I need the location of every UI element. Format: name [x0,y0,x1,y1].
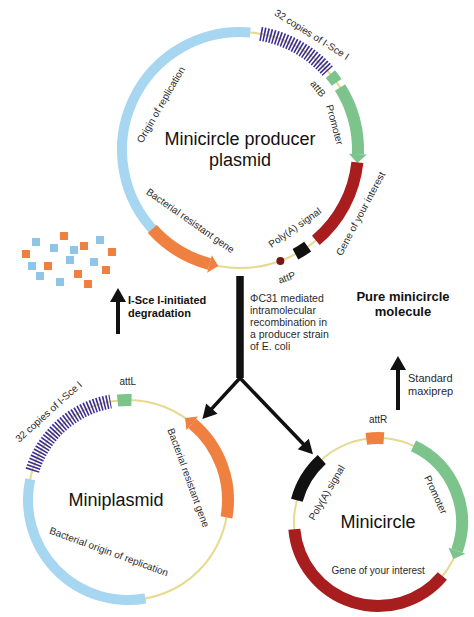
plasmid-backbone [122,32,358,268]
plasmid-segment [340,87,358,154]
segment-arrowhead [207,255,218,272]
note-label: Pure minicircle molecule [338,290,468,320]
minicircle: Minicircle [280,424,474,617]
plasmid-backbone [28,400,228,600]
connector-branch [240,378,303,444]
plasmid-name: Minicircle [340,512,415,533]
part-label: attR [369,414,387,426]
connector-trunk [237,276,244,378]
plasmid-segment [330,74,336,82]
part-label: Promoter [324,103,346,146]
note-label: I-Sce I-initiated degradation [128,294,226,319]
producer-plasmid: Minicircle producer plasmid [108,18,372,282]
part-label: Gene of your interest [332,565,425,577]
part-label: attB [308,78,328,99]
segment-arrowhead [448,548,465,559]
part-label: attP [276,269,297,286]
plasmid-segment [366,432,384,445]
plasmid-backbone [294,438,462,606]
note-label: Standard maxiprep [408,372,470,397]
att-site-dot [276,257,284,265]
segment-arrowhead [185,417,198,431]
connector-trunk [237,276,244,378]
plasmid-segment [414,446,462,551]
connector-branch [212,378,240,409]
miniplasmid: Miniplasmid [14,386,242,614]
plasmid-segment [294,529,442,606]
note-label: ΦC31 mediated intramolecular recombinati… [250,292,334,352]
degraded-fragments [22,232,116,288]
part-label: attL [120,376,137,388]
recombination-arrow [202,276,240,419]
part-label: Bacterial origin of replication [48,525,170,579]
plasmid-name: Minicircle producer plasmid [158,129,323,170]
part-label: Bacterial resistant gene [144,186,236,255]
degradation-arrow [110,288,126,334]
plasmid-segment [295,247,307,255]
plasmid-segment [118,394,132,407]
segment-arrowhead [349,154,367,163]
maxiprep-arrow [390,356,406,410]
plasmid-name: Miniplasmid [68,490,163,511]
part-label: Poly(A) signal [266,205,323,250]
